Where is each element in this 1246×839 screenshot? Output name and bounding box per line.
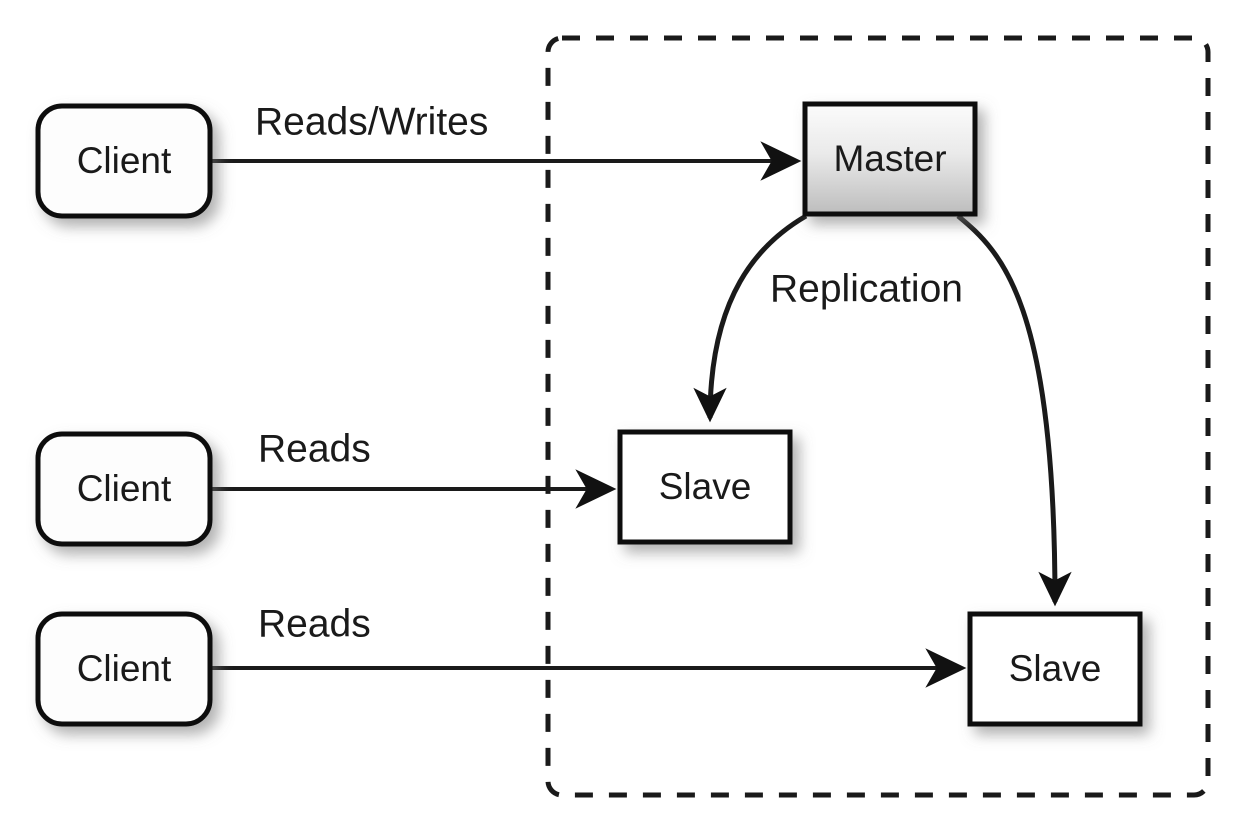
client-1-label: Client: [77, 140, 172, 181]
master-label: Master: [833, 138, 946, 179]
edge-master-slave2: [956, 214, 1072, 607]
edge-label-reads-slave2: Reads: [258, 602, 371, 645]
slave-1-box[interactable]: [617, 429, 793, 545]
node-slave-2[interactable]: Slave: [967, 611, 1143, 727]
node-master[interactable]: Master: [802, 101, 978, 217]
node-client-1[interactable]: Client: [35, 103, 213, 219]
edge-label-reads-writes: Reads/Writes: [255, 100, 488, 143]
client-3-label: Client: [77, 648, 172, 689]
client-1-box[interactable]: [35, 103, 213, 219]
master-box[interactable]: [802, 101, 978, 217]
edge-label-reads-slave1: Reads: [258, 427, 371, 470]
edge-master-slave1: [693, 213, 808, 423]
slave-2-label: Slave: [1009, 648, 1102, 689]
client-3-box[interactable]: [35, 611, 213, 727]
slave-1-label: Slave: [659, 466, 752, 507]
edge-label-replication: Replication: [770, 267, 963, 310]
client-2-box[interactable]: [35, 431, 213, 547]
client-2-label: Client: [77, 468, 172, 509]
node-slave-1[interactable]: Slave: [617, 429, 793, 545]
node-client-2[interactable]: Client: [35, 431, 213, 547]
database-cluster-boundary: [545, 35, 1211, 798]
slave-2-box[interactable]: [967, 611, 1143, 727]
node-client-3[interactable]: Client: [35, 611, 213, 727]
